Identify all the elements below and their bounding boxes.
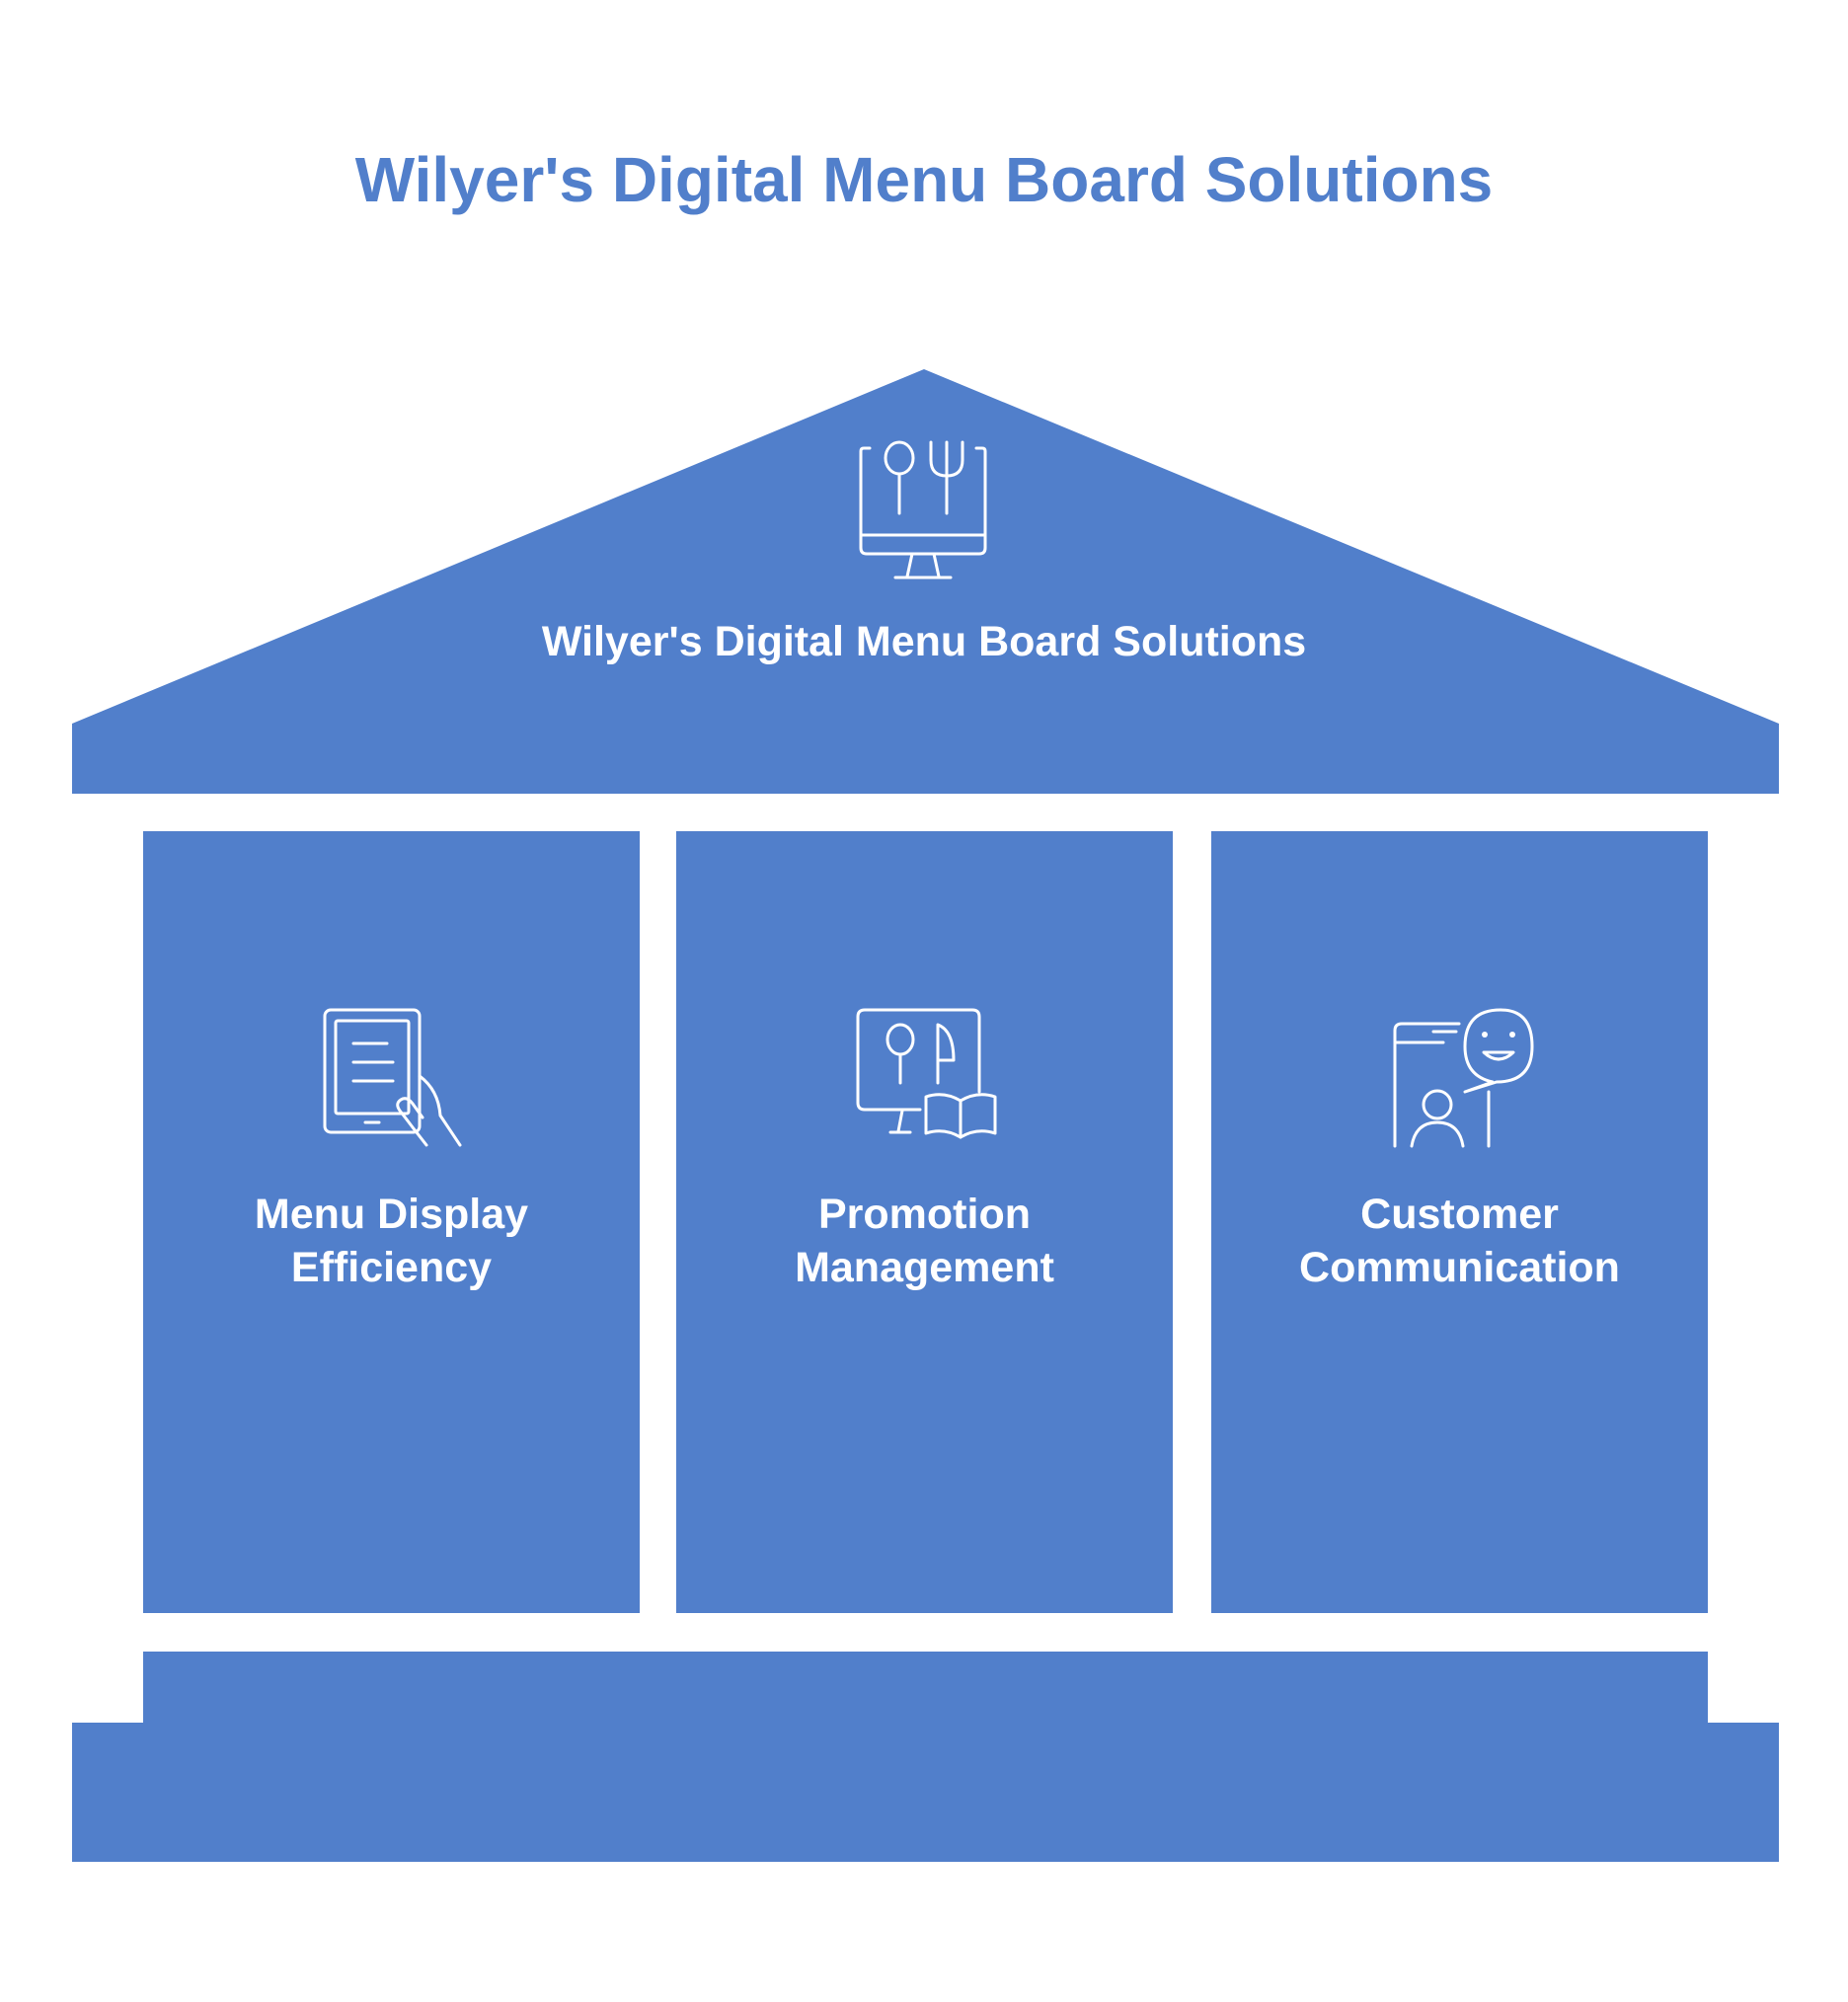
digital-menu-monitor-icon [852, 438, 994, 582]
roof-pediment [72, 369, 1779, 794]
phone-chat-smiley-icon [1390, 1007, 1534, 1151]
page-title: Wilyer's Digital Menu Board Solutions [354, 144, 1494, 215]
pillar-label: Menu Display Efficiency [254, 1191, 529, 1291]
base-lower-step [72, 1723, 1779, 1862]
pillar-label: Customer Communication [1299, 1191, 1620, 1291]
pillar-customer-communication: Customer Communication [1211, 831, 1708, 1613]
menu-monitor-book-icon [855, 1007, 999, 1151]
pillar-promotion-management: Promotion Management [676, 831, 1173, 1613]
tablet-in-hand-icon [322, 1007, 466, 1151]
roof-label: Wilyer's Digital Menu Board Solutions [541, 618, 1307, 665]
pillar-menu-display-efficiency: Menu Display Efficiency [143, 831, 640, 1613]
pillar-label: Promotion Management [795, 1191, 1054, 1291]
